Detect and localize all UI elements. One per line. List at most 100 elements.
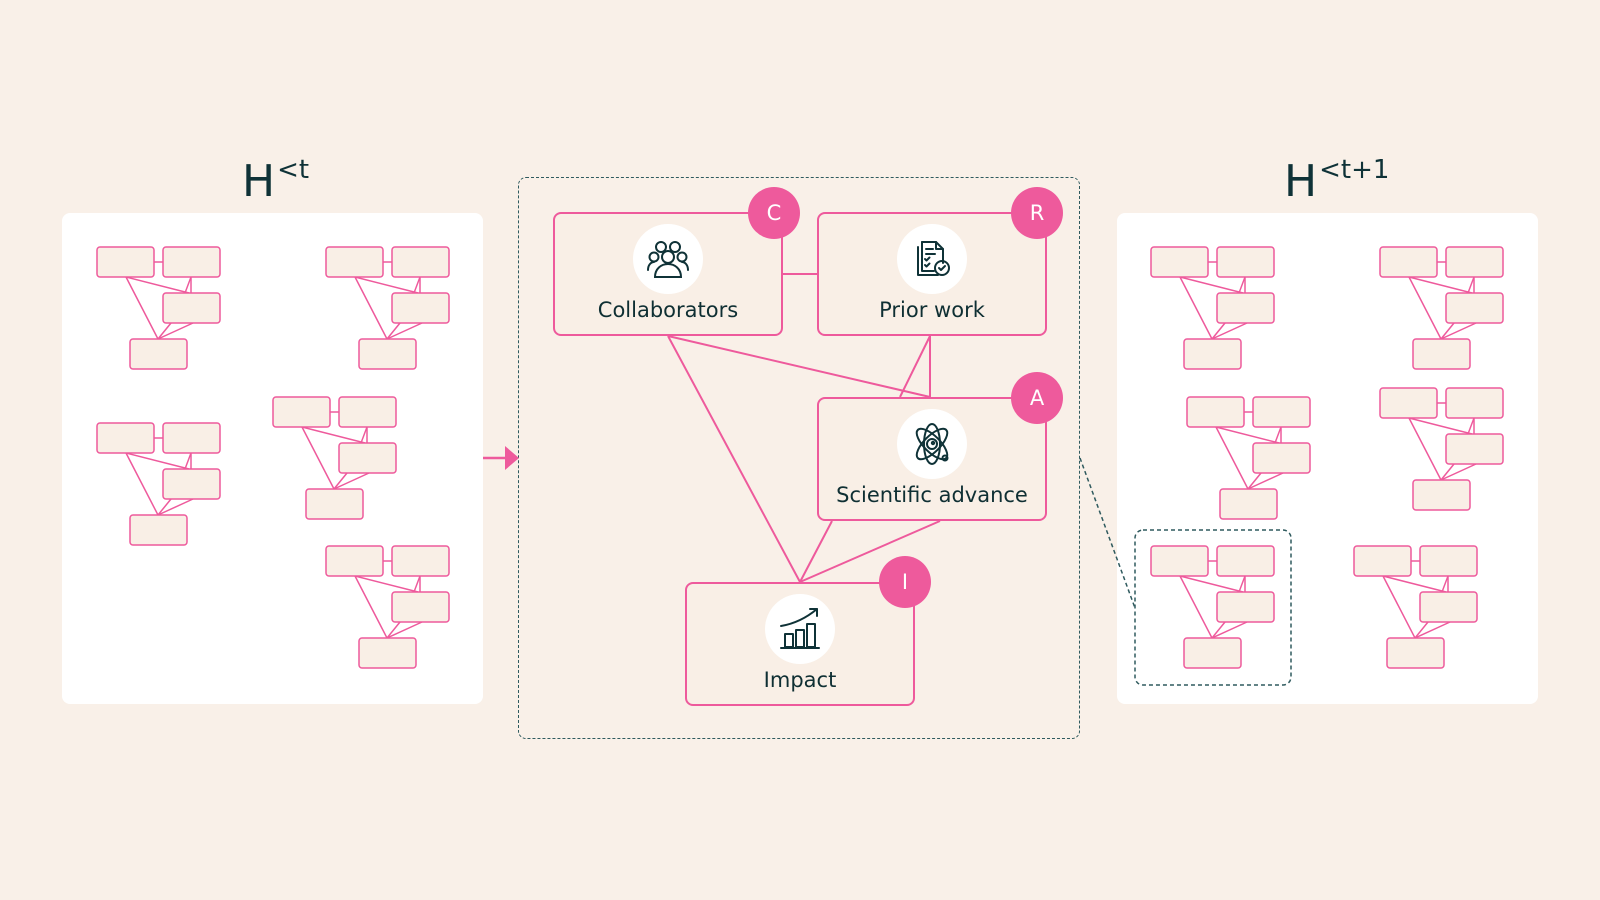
mini-edge: [1179, 575, 1213, 639]
mini-edge: [354, 575, 388, 639]
edge-line: [899, 335, 931, 398]
mini-edge: [1467, 417, 1475, 435]
mini-edge: [333, 472, 370, 490]
node-impact[interactable]: Impact: [685, 582, 915, 706]
mini-edge: [157, 498, 194, 516]
edge-line: [667, 335, 801, 583]
mini-edge: [184, 276, 192, 294]
mini-node: [1353, 545, 1412, 577]
people-group-icon: [633, 224, 703, 294]
mini-node: [1412, 479, 1471, 511]
mini-node: [1252, 442, 1311, 474]
edge-line: [667, 335, 931, 398]
node-label: Scientific advance: [836, 483, 1028, 507]
mini-node: [1445, 387, 1504, 419]
mini-node: [129, 338, 188, 370]
mini-edge: [157, 498, 172, 516]
mini-edge: [157, 322, 172, 340]
mini-edge: [125, 276, 159, 340]
mini-edge: [301, 426, 335, 490]
mini-edge: [1215, 426, 1280, 444]
mini-node: [1183, 338, 1242, 370]
mini-node: [325, 545, 384, 577]
heading-superscript: <t+1: [1319, 155, 1390, 185]
heading-base: H: [1284, 156, 1318, 207]
node-label: Impact: [763, 668, 837, 692]
heading-superscript: <t: [277, 155, 310, 185]
mini-edge: [354, 276, 388, 340]
node-prior-work[interactable]: Prior work: [817, 212, 1047, 336]
mini-edge: [1274, 426, 1282, 444]
mini-node: [96, 246, 155, 278]
mini-edge: [413, 575, 421, 593]
atom-icon: [897, 409, 967, 479]
mini-node: [305, 488, 364, 520]
mini-node: [391, 591, 450, 623]
bar-chart-growth-icon: [765, 594, 835, 664]
badge-scientific-advance: A: [1011, 372, 1063, 424]
mini-edge: [1179, 276, 1244, 294]
heading-history-t-plus-1: H<t+1: [1284, 157, 1389, 204]
mini-edge: [1408, 417, 1473, 435]
mini-node: [1186, 396, 1245, 428]
mini-edge: [333, 472, 348, 490]
mini-node: [1216, 246, 1275, 278]
mini-edge: [1467, 276, 1475, 294]
mini-edge: [386, 621, 401, 639]
mini-node: [391, 246, 450, 278]
mini-node: [1445, 433, 1504, 465]
mini-node: [162, 468, 221, 500]
mini-edge: [125, 276, 190, 294]
mini-edge: [125, 452, 190, 470]
mini-edge: [1440, 322, 1455, 340]
mini-node: [1412, 338, 1471, 370]
mini-node: [1216, 292, 1275, 324]
mini-edge: [413, 276, 421, 294]
mini-node: [358, 637, 417, 669]
mini-node: [1216, 545, 1275, 577]
mini-edge: [1247, 472, 1284, 490]
highlight-frame: [1134, 529, 1292, 686]
badge-impact: I: [879, 556, 931, 608]
mini-node: [1379, 246, 1438, 278]
mini-edge: [1211, 322, 1226, 340]
mini-edge: [301, 426, 366, 444]
mini-edge: [354, 575, 419, 593]
mini-edge: [354, 276, 419, 294]
heading-history-t: H<t: [242, 157, 309, 204]
mini-node: [1386, 637, 1445, 669]
mini-node: [1252, 396, 1311, 428]
mini-edge: [1441, 575, 1449, 593]
mini-edge: [1215, 426, 1249, 490]
arrow-right-icon: [505, 446, 519, 470]
mini-node: [325, 246, 384, 278]
mini-node: [162, 246, 221, 278]
mini-edge: [386, 322, 401, 340]
mini-node: [1419, 545, 1478, 577]
node-label: Collaborators: [597, 298, 739, 322]
badge-prior-work: R: [1011, 187, 1063, 239]
mini-edge: [1179, 276, 1213, 340]
mini-node: [358, 338, 417, 370]
mini-node: [1445, 246, 1504, 278]
mini-edge: [386, 322, 423, 340]
mini-node: [391, 545, 450, 577]
mini-edge: [1247, 472, 1262, 490]
mini-node: [96, 422, 155, 454]
mini-edge: [1408, 276, 1473, 294]
node-collaborators[interactable]: Collaborators: [553, 212, 783, 336]
mini-edge: [1440, 322, 1477, 340]
mini-node: [1150, 246, 1209, 278]
mini-node: [391, 292, 450, 324]
mini-node: [1379, 387, 1438, 419]
node-scientific-advance[interactable]: Scientific advance: [817, 397, 1047, 521]
zoom-connector-line: [1079, 457, 1136, 609]
mini-node: [1419, 591, 1478, 623]
mini-node: [1445, 292, 1504, 324]
mini-edge: [1211, 621, 1226, 639]
mini-edge: [1408, 417, 1442, 481]
mini-edge: [1382, 575, 1416, 639]
mini-node: [1150, 545, 1209, 577]
mini-node: [1219, 488, 1278, 520]
mini-node: [1183, 637, 1242, 669]
